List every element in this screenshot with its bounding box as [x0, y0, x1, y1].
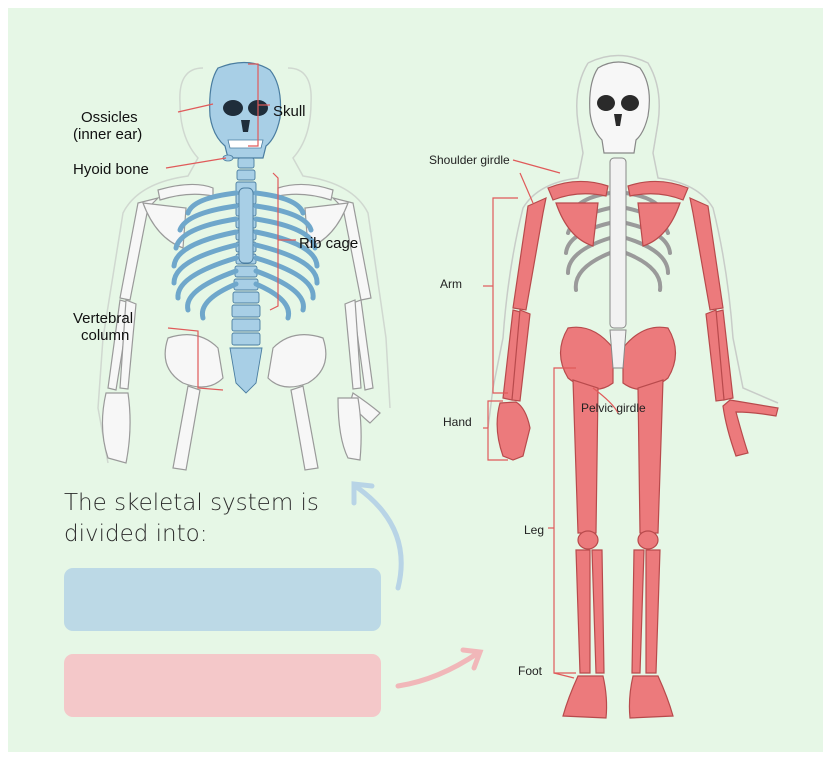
sternum-bone [239, 188, 253, 263]
label-rib-cage: Rib cage [299, 235, 358, 252]
answer-box-axial[interactable] [64, 568, 381, 631]
prompt-text: The skeletal system is divided into: [64, 488, 364, 550]
label-hand: Hand [443, 415, 472, 429]
label-inner-ear: (inner ear) [73, 126, 142, 143]
label-shoulder-girdle: Shoulder girdle [429, 153, 510, 167]
label-foot: Foot [518, 664, 543, 678]
label-vertebral: Vertebral [73, 310, 133, 327]
label-column: column [81, 327, 129, 344]
label-leg: Leg [524, 523, 544, 537]
label-pelvic-girdle: Pelvic girdle [581, 401, 646, 415]
skull-bone [210, 62, 281, 158]
label-skull: Skull [273, 103, 306, 120]
answer-box-appendicular[interactable] [64, 654, 381, 717]
leg-bones [573, 380, 663, 673]
label-hyoid-bone: Hyoid bone [73, 161, 149, 178]
axial-skeleton-figure: Ossicles (inner ear) Skull Hyoid bone Ri… [8, 8, 823, 752]
label-arm: Arm [440, 277, 462, 291]
foot-bones [563, 676, 673, 718]
arrow-to-appendicular [398, 653, 478, 686]
diagram-canvas: Ossicles (inner ear) Skull Hyoid bone Ri… [8, 8, 823, 752]
label-ossicles: Ossicles [81, 109, 138, 126]
